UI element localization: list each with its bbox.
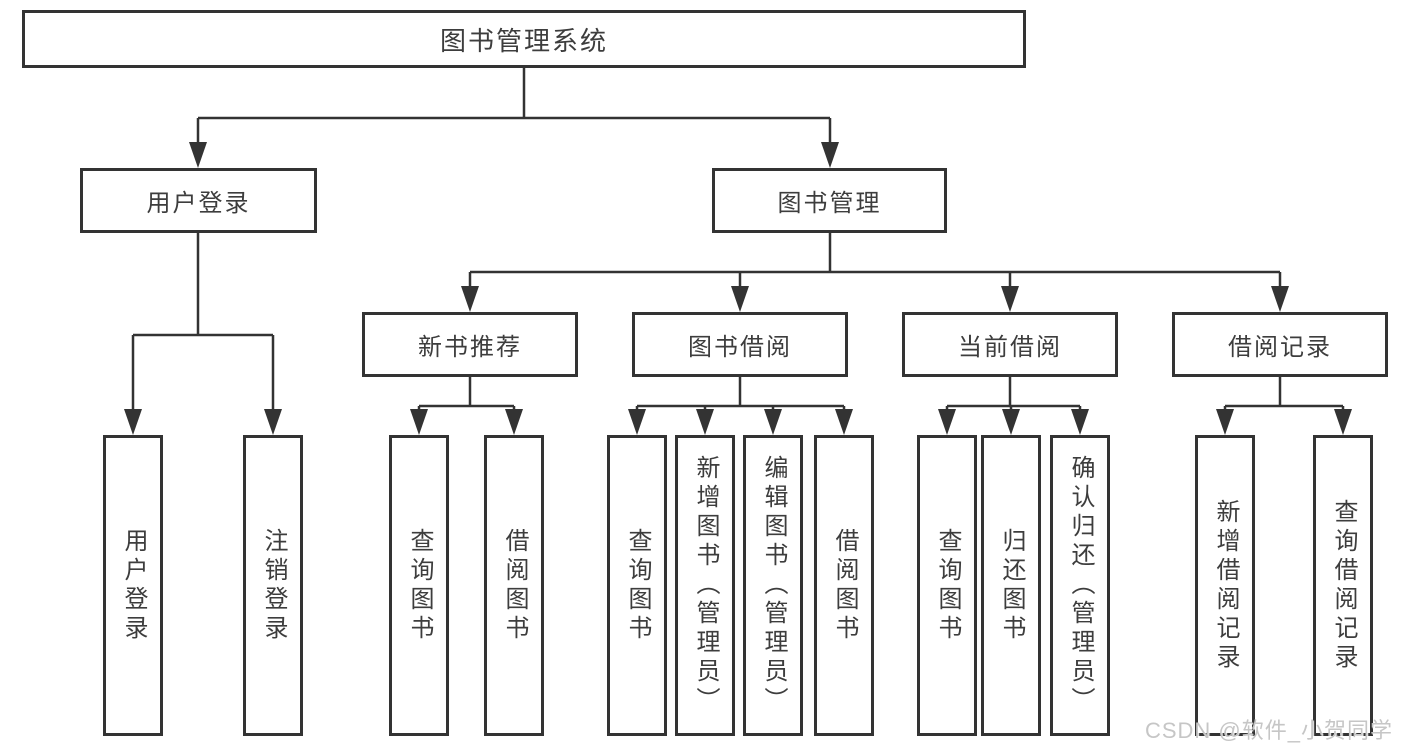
arrowhead-icon [1001, 286, 1019, 312]
node-label: 查询图书 [934, 527, 961, 644]
leaf-logout: 注销登录 [243, 435, 303, 736]
node-label: 注销登录 [260, 527, 287, 644]
leaf-borrowing-query-books: 查询图书 [607, 435, 667, 736]
leaf-current-return-books: 归还图书 [981, 435, 1041, 736]
leaf-records-add-borrow-record: 新增借阅记录 [1195, 435, 1255, 736]
arrowhead-icon [821, 142, 839, 168]
leaf-recommend-borrow-books: 借阅图书 [484, 435, 544, 736]
node-user-login: 用户登录 [80, 168, 317, 233]
csdn-watermark: CSDN @软件_小贺同学 [1144, 718, 1393, 743]
node-label: 查询图书 [624, 527, 651, 644]
node-label: 借阅图书 [501, 527, 528, 644]
node-label: 当前借阅 [958, 334, 1062, 361]
node-book-management: 图书管理 [712, 168, 947, 233]
connector-borrow-records-to-leaves [1223, 377, 1345, 410]
node-label: 归还图书 [998, 527, 1025, 644]
arrowhead-icon [1216, 409, 1234, 435]
arrowhead-icon [1334, 409, 1352, 435]
leaf-records-query-borrow-record: 查询借阅记录 [1313, 435, 1373, 736]
connector-book-borrow-to-leaves [635, 377, 846, 410]
node-current-borrowing: 当前借阅 [902, 312, 1118, 377]
arrowhead-icon [938, 409, 956, 435]
connector-new-book-to-leaves [417, 377, 516, 410]
node-label: 图书管理 [777, 190, 882, 217]
arrowhead-icon [461, 286, 479, 312]
node-label: 确认归还（管理员） [1067, 455, 1094, 716]
arrowhead-icon [835, 409, 853, 435]
leaf-current-confirm-return-admin: 确认归还（管理员） [1050, 435, 1110, 736]
node-label: 新书推荐 [418, 334, 522, 361]
leaf-user-login: 用户登录 [103, 435, 163, 736]
node-label: 借阅图书 [831, 527, 858, 644]
arrowhead-icon [764, 409, 782, 435]
arrowhead-icon [1071, 409, 1089, 435]
connector-current-borrow-to-leaves [945, 377, 1082, 410]
node-label: 查询借阅记录 [1330, 498, 1357, 673]
arrowhead-icon [124, 409, 142, 435]
arrowheads [124, 142, 1352, 435]
connector-user-login-to-leaves [131, 233, 275, 410]
arrowhead-icon [505, 409, 523, 435]
arrowhead-icon [1002, 409, 1020, 435]
leaf-recommend-query-books: 查询图书 [389, 435, 449, 736]
arrowhead-icon [264, 409, 282, 435]
node-library-management-system: 图书管理系统 [22, 10, 1026, 68]
arrowhead-icon [189, 142, 207, 168]
node-new-book-recommendation: 新书推荐 [362, 312, 578, 377]
node-label: 图书借阅 [688, 334, 792, 361]
node-label: 借阅记录 [1228, 334, 1332, 361]
arrowhead-icon [628, 409, 646, 435]
leaf-current-query-books: 查询图书 [917, 435, 977, 736]
node-book-borrowing: 图书借阅 [632, 312, 848, 377]
connector-book-mgmt-to-level2 [468, 233, 1282, 287]
arrowhead-icon [731, 286, 749, 312]
node-label: 查询图书 [406, 527, 433, 644]
connector-root-to-level1 [196, 68, 832, 143]
node-label: 编辑图书（管理员） [760, 455, 787, 716]
node-label: 用户登录 [120, 527, 147, 644]
arrowhead-icon [696, 409, 714, 435]
node-label: 用户登录 [146, 190, 251, 217]
node-borrowing-records: 借阅记录 [1172, 312, 1388, 377]
leaf-borrowing-borrow-books: 借阅图书 [814, 435, 874, 736]
node-label: 图书管理系统 [439, 25, 608, 56]
leaf-borrowing-add-books-admin: 新增图书（管理员） [675, 435, 735, 736]
leaf-borrowing-edit-books-admin: 编辑图书（管理员） [743, 435, 803, 736]
node-label: 新增图书（管理员） [692, 455, 719, 716]
arrowhead-icon [410, 409, 428, 435]
node-label: 新增借阅记录 [1212, 498, 1239, 673]
arrowhead-icon [1271, 286, 1289, 312]
connector-lines [131, 68, 1345, 410]
